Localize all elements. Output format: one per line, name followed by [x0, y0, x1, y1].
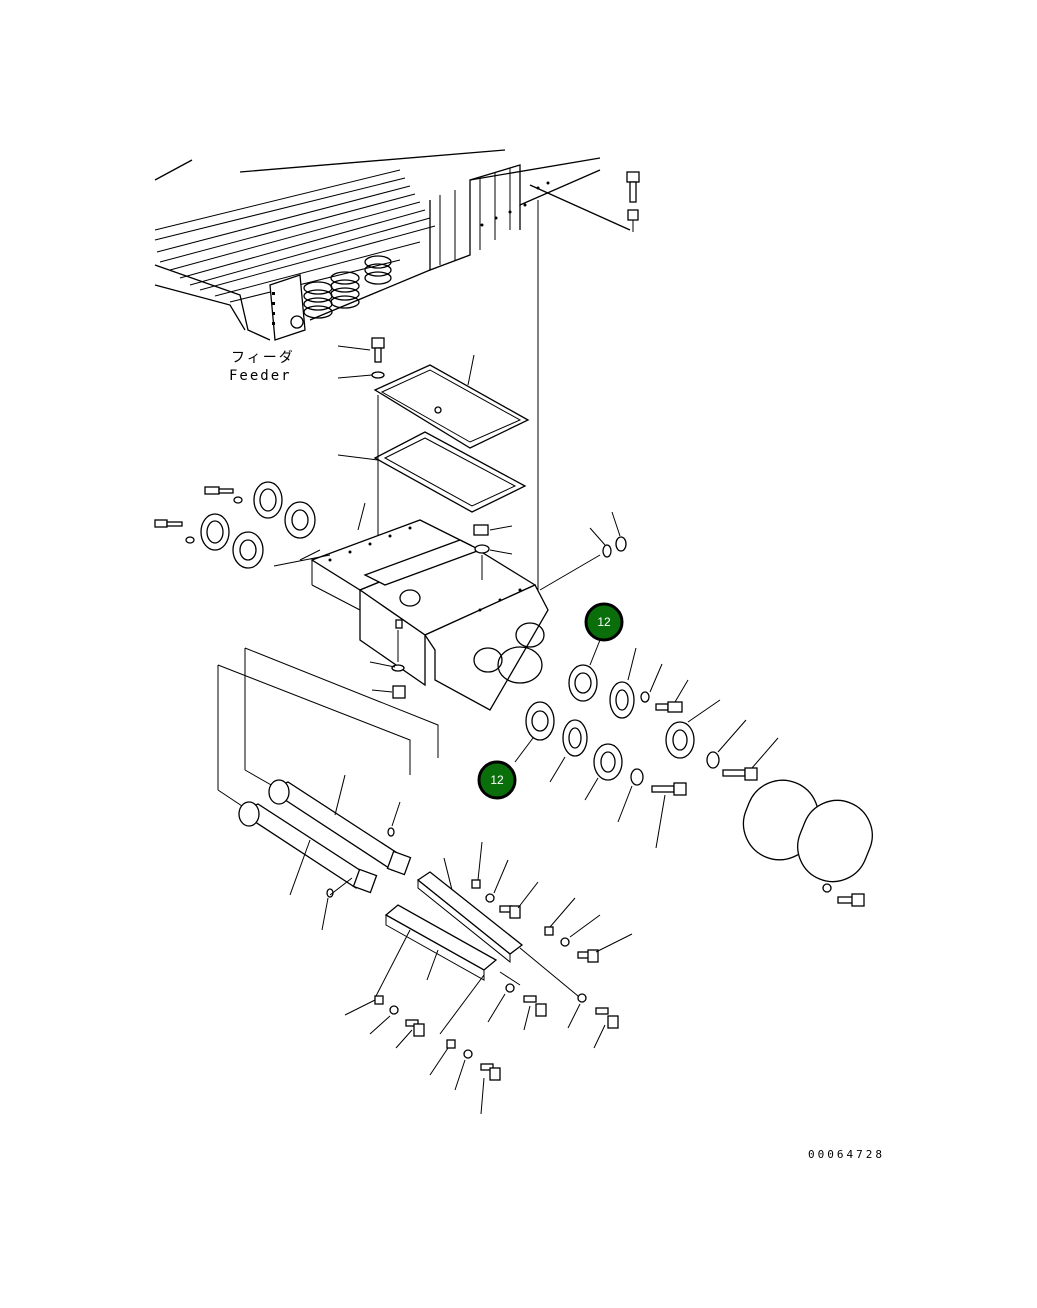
plug-oring-bottom — [369, 619, 406, 699]
small-rings-right — [539, 511, 627, 591]
bearing-stack-upper — [568, 639, 779, 781]
cover-bolt — [337, 337, 385, 379]
callout-12-upper[interactable]: 12 — [584, 602, 624, 642]
end-cover — [742, 779, 873, 907]
plug-oring-top — [473, 524, 513, 580]
callout-12-upper-label: 12 — [597, 615, 611, 629]
feeder-label-jp: フィーダ — [231, 350, 295, 366]
feeder-label-en: Feeder — [229, 368, 292, 384]
gear-case — [273, 502, 549, 711]
fastener-sets — [344, 841, 633, 1115]
gib-bars — [374, 857, 579, 1035]
callout-12-lower-label: 12 — [490, 773, 504, 787]
drawing-number: 00064728 — [808, 1148, 885, 1161]
bolt-top-right — [626, 171, 640, 232]
gasket — [337, 431, 527, 513]
feeder-assembly — [154, 149, 631, 341]
left-bearing-group — [154, 481, 316, 569]
shafts — [217, 647, 439, 931]
top-cover — [373, 354, 530, 449]
bearing-stack-lower — [514, 701, 687, 849]
callout-12-lower[interactable]: 12 — [477, 760, 517, 800]
